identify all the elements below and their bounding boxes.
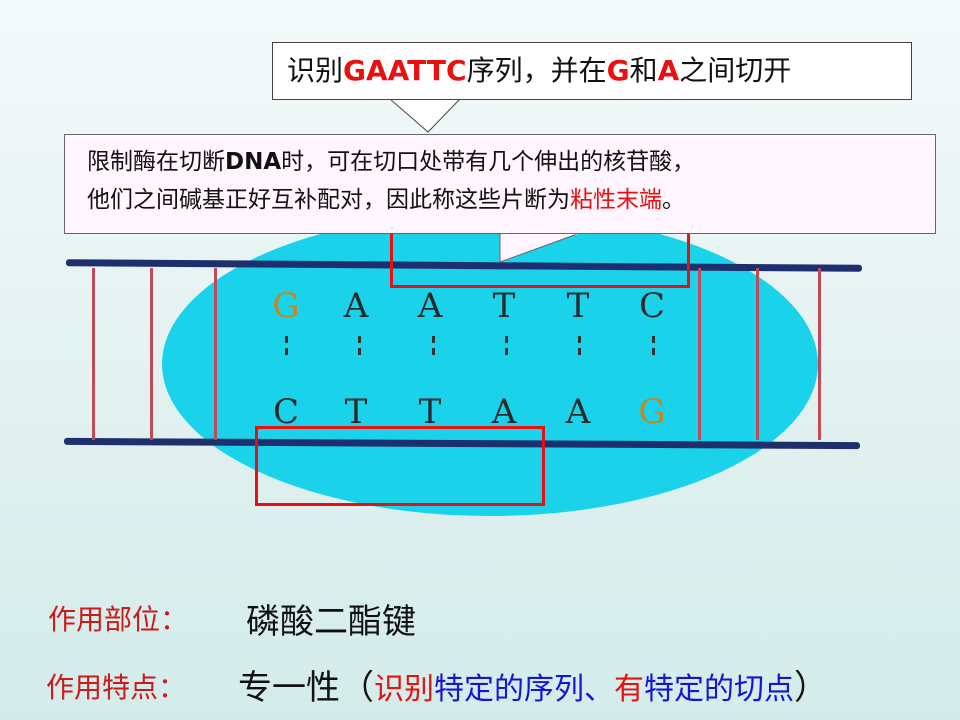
bottom-base: G	[638, 392, 666, 432]
top-base: G	[272, 286, 300, 326]
feature-value: 专一性（识别特定的序列、有特定的切点）	[238, 660, 828, 709]
feature-text: 专一性（	[238, 668, 374, 708]
feature-text: ）	[794, 668, 828, 708]
backbone-rung	[214, 268, 217, 440]
feature-label: 作用特点：	[46, 671, 187, 704]
backbone-rung	[756, 268, 759, 440]
hydrogen-bond	[505, 336, 508, 360]
top-base: A	[417, 286, 443, 326]
base-a: A	[657, 54, 680, 87]
hydrogen-bond	[432, 336, 435, 360]
backbone-rung	[150, 268, 153, 440]
cut-site-callout: 识别GAATTC序列，并在G和A之间切开	[272, 42, 912, 100]
base-g: G	[606, 54, 630, 87]
feature-detail: 特定的切点	[644, 672, 794, 707]
bottom-base: T	[344, 392, 368, 432]
feature-detail: 特定的序列、	[434, 672, 614, 707]
hydrogen-bond	[652, 336, 655, 360]
bottom-base: A	[491, 392, 517, 432]
site-value: 磷酸二酯键	[246, 602, 416, 642]
bottom-base: C	[272, 392, 299, 432]
callout-text: 和	[629, 54, 658, 87]
sticky-end-box-bottom	[255, 426, 545, 506]
callout-line-1: 限制酶在切断DNA时，可在切口处带有几个伸出的核苷酸，	[87, 143, 935, 181]
callout-line-2: 他们之间碱基正好互补配对，因此称这些片断为粘性末端。	[87, 181, 935, 219]
hydrogen-bond	[358, 336, 361, 360]
hydrogen-bond	[285, 336, 288, 360]
callout-text: 识别	[287, 54, 344, 87]
backbone-rung	[92, 268, 95, 440]
recognition-sequence: GAATTC	[343, 54, 467, 87]
top-base: T	[566, 286, 590, 326]
callout-text: 。	[662, 187, 685, 213]
backbone-rung	[818, 268, 821, 440]
bottom-base: A	[565, 392, 591, 432]
callout-text: 之间切开	[679, 54, 792, 87]
callout-text: 他们之间碱基正好互补配对，因此称这些片断为	[87, 187, 570, 213]
callout-text: 时，可在切口处带有几个伸出的核苷酸，	[281, 149, 696, 175]
callout-text: 限制酶在切断	[87, 149, 225, 175]
top-base: C	[638, 286, 665, 326]
dna-term: DNA	[225, 149, 282, 175]
sticky-end-callout: 限制酶在切断DNA时，可在切口处带有几个伸出的核苷酸， 他们之间碱基正好互补配对…	[64, 134, 936, 234]
top-base: A	[343, 286, 369, 326]
bottom-base: T	[418, 392, 442, 432]
feature-highlight: 有	[614, 672, 644, 707]
hydrogen-bond	[578, 336, 581, 360]
top-base: T	[492, 286, 516, 326]
sticky-end-term: 粘性末端	[570, 187, 662, 213]
site-label: 作用部位：	[48, 603, 189, 636]
backbone-rung	[698, 268, 701, 440]
feature-highlight: 识别	[374, 672, 434, 707]
callout-text: 序列，并在	[466, 54, 607, 87]
